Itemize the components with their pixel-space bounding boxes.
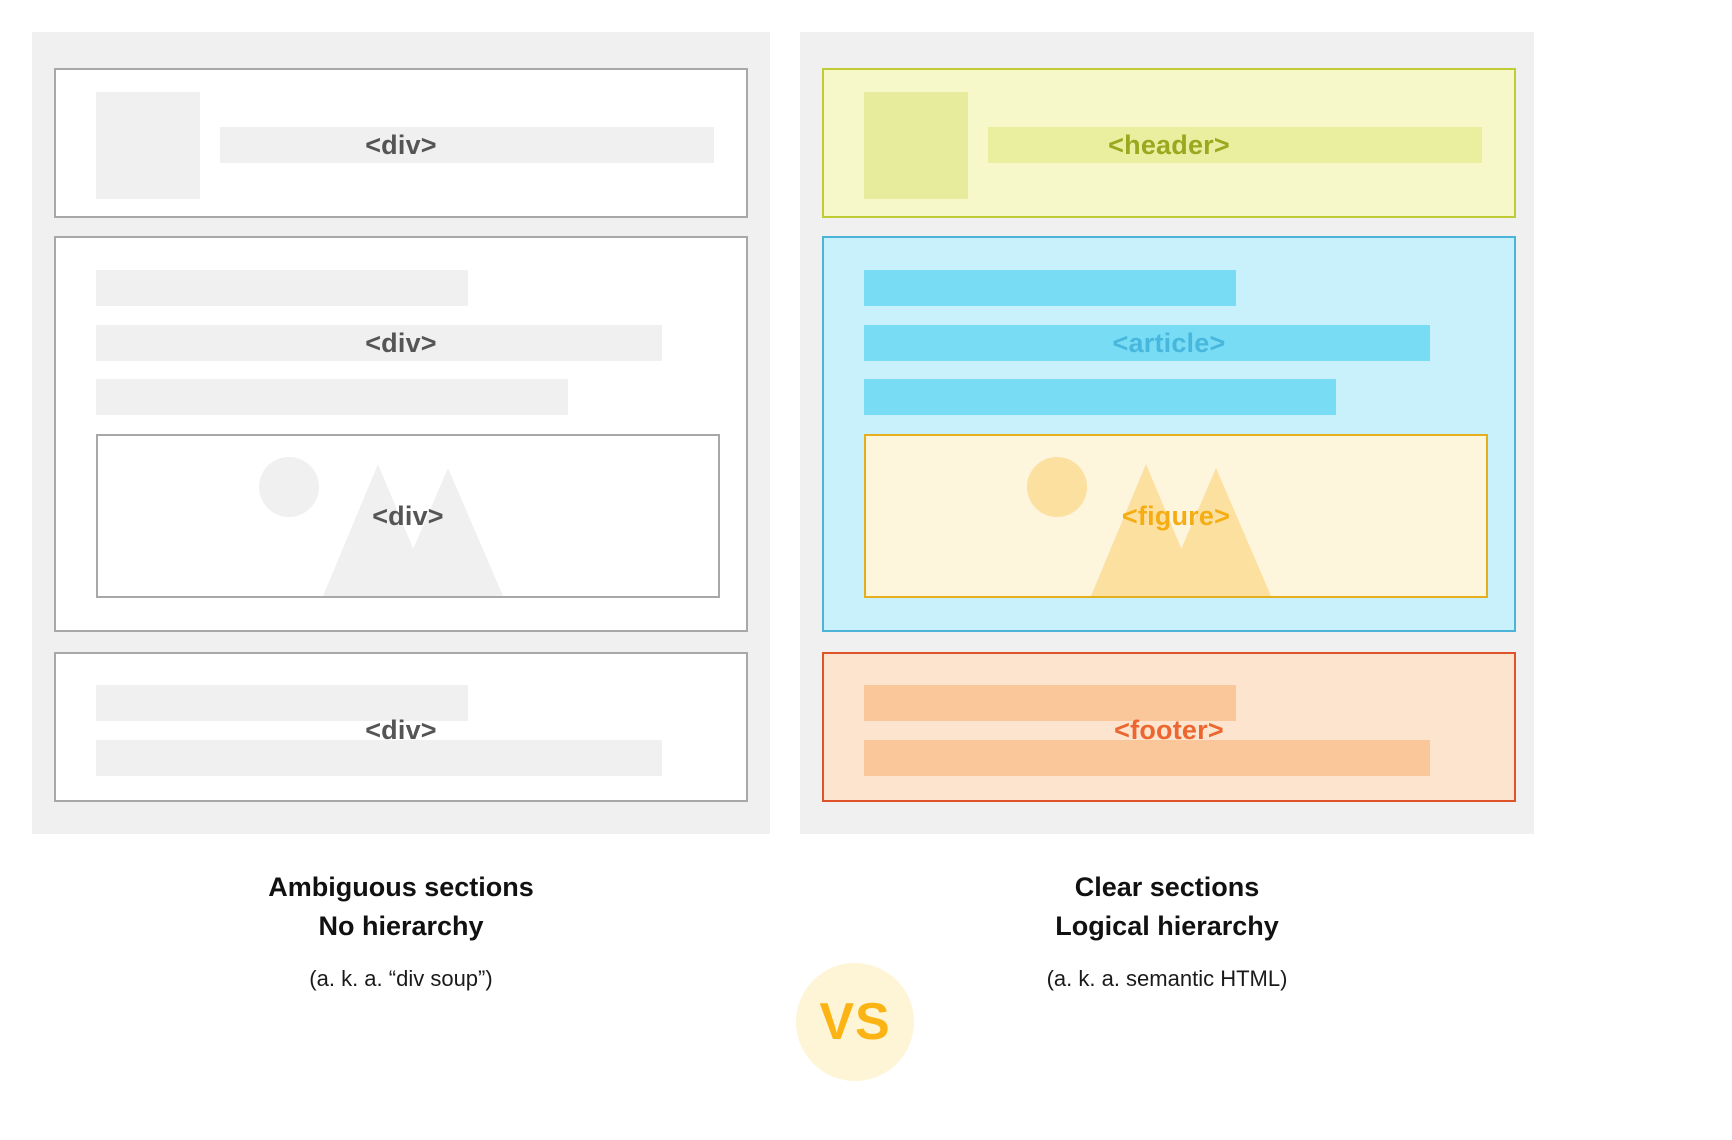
section-header: <header> xyxy=(822,68,1516,218)
section-footer: <footer> xyxy=(822,652,1516,802)
image-placeholder-square xyxy=(864,92,968,199)
text-placeholder-bar xyxy=(864,270,1236,306)
section-article: <article> <figure> xyxy=(822,236,1516,632)
text-placeholder-bar xyxy=(96,740,662,776)
caption-left: Ambiguous sections No hierarchy (a. k. a… xyxy=(32,868,770,992)
text-placeholder-bar xyxy=(96,270,468,306)
text-placeholder-bar xyxy=(988,127,1482,163)
div-soup-panel: <div> <div> <div> <div> xyxy=(32,32,770,834)
vs-label: VS xyxy=(819,993,891,1051)
image-placeholder-square xyxy=(96,92,200,199)
circle-shape xyxy=(259,457,319,517)
div-box-article-like: <div> <div> xyxy=(54,236,748,632)
text-placeholder-bar xyxy=(864,685,1236,721)
caption-left-title: Ambiguous sections No hierarchy xyxy=(268,872,534,942)
circle-shape xyxy=(1027,457,1087,517)
text-placeholder-bar xyxy=(96,325,662,361)
mountains-shape xyxy=(1091,464,1271,596)
text-placeholder-bar xyxy=(96,379,568,415)
text-placeholder-bar xyxy=(96,685,468,721)
text-placeholder-bar xyxy=(864,379,1336,415)
caption-right-subtitle: (a. k. a. semantic HTML) xyxy=(1046,966,1288,992)
text-placeholder-bar xyxy=(864,740,1430,776)
vs-badge: VS xyxy=(796,963,914,1081)
mountains-shape xyxy=(323,464,503,596)
section-figure: <figure> xyxy=(864,434,1488,598)
div-box-footer-like: <div> xyxy=(54,652,748,802)
div-box-figure-like: <div> xyxy=(96,434,720,598)
caption-right: Clear sections Logical hierarchy (a. k. … xyxy=(800,868,1534,992)
text-placeholder-bar xyxy=(864,325,1430,361)
caption-right-title: Clear sections Logical hierarchy xyxy=(1055,872,1279,942)
caption-left-subtitle: (a. k. a. “div soup”) xyxy=(309,966,493,992)
semantic-html-panel: <header> <article> <figure> <footer> xyxy=(800,32,1534,834)
div-box-header-like: <div> xyxy=(54,68,748,218)
text-placeholder-bar xyxy=(220,127,714,163)
